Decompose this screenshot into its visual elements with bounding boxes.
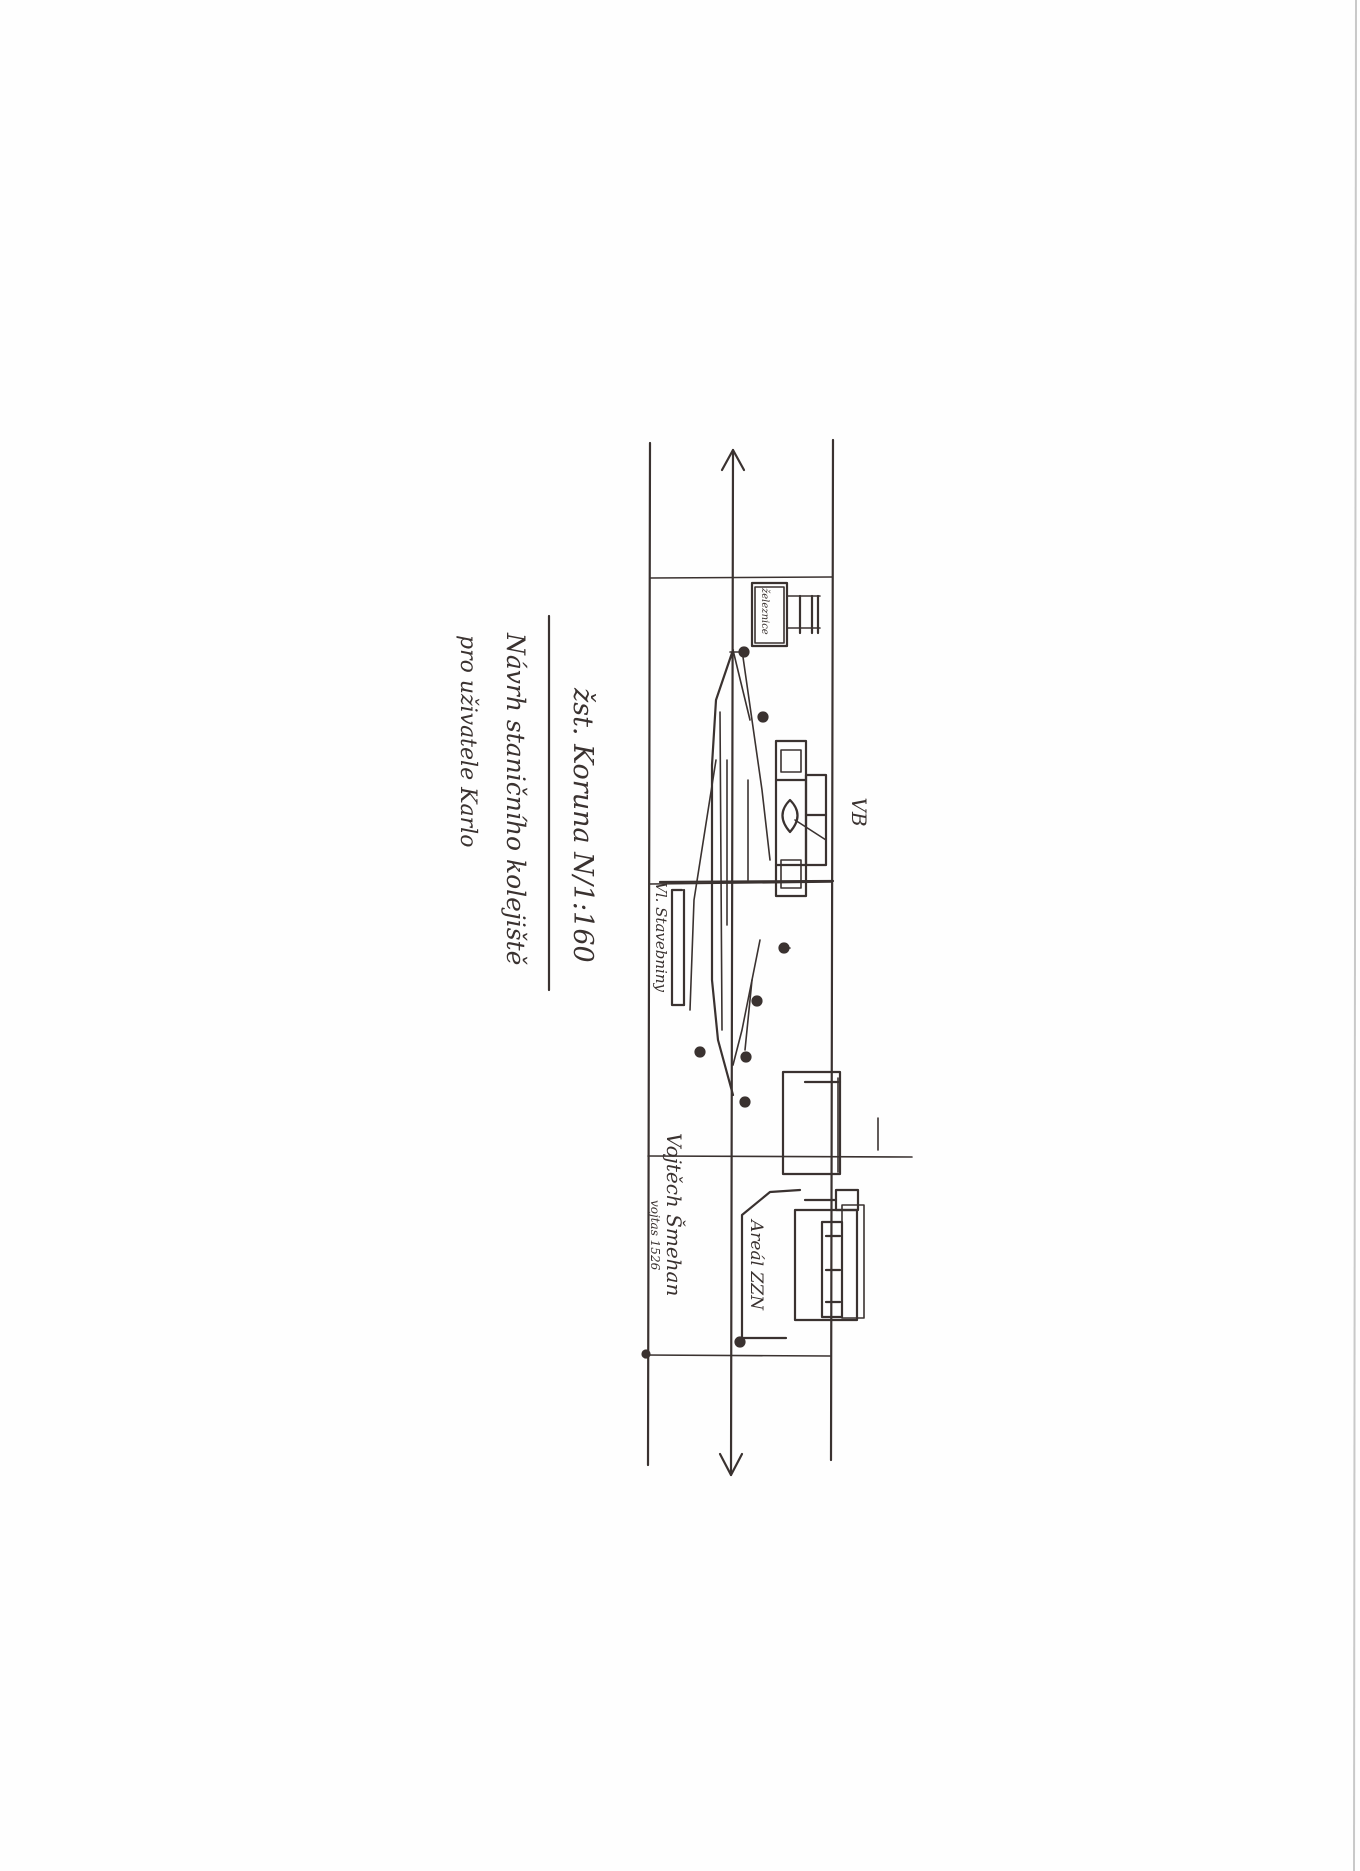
main-line xyxy=(718,448,746,1477)
lower-buildings xyxy=(740,1070,865,1340)
central-structure xyxy=(658,739,835,898)
title-line-1: žst. Koruna N/1:160 xyxy=(567,687,598,963)
signals xyxy=(641,646,791,1359)
baseboard-outline xyxy=(642,438,913,1467)
signal-dot xyxy=(751,995,763,1007)
scan-edge-line xyxy=(1353,0,1357,1871)
signal-dot xyxy=(734,1336,746,1348)
label-stavebniny: Vl. Stavebniny xyxy=(652,882,670,992)
title-block: žst. Koruna N/1:160 Návrh staničního kol… xyxy=(455,614,598,992)
station-tracks xyxy=(689,648,771,1097)
station-building xyxy=(750,581,821,648)
signal-dot xyxy=(740,1051,752,1063)
label-vb: VB xyxy=(847,797,871,826)
label-zeleznice: železnice xyxy=(759,587,770,635)
label-areal: Areál ZZN xyxy=(746,1218,766,1311)
signal-dot xyxy=(694,1046,706,1058)
signal-dot xyxy=(757,711,769,723)
label-vlecka-name: Vojtěch Šmehan xyxy=(662,1133,686,1296)
label-vlecka-sub: vojtas 1526 xyxy=(648,1200,662,1271)
title-line-2: Návrh staničního kolejiště xyxy=(501,632,530,966)
stavebniny-siding xyxy=(670,888,686,1007)
signal-dot xyxy=(739,1096,751,1108)
title-line-3: pro uživatele Karlo xyxy=(455,635,480,847)
signal-dot xyxy=(641,1349,651,1359)
